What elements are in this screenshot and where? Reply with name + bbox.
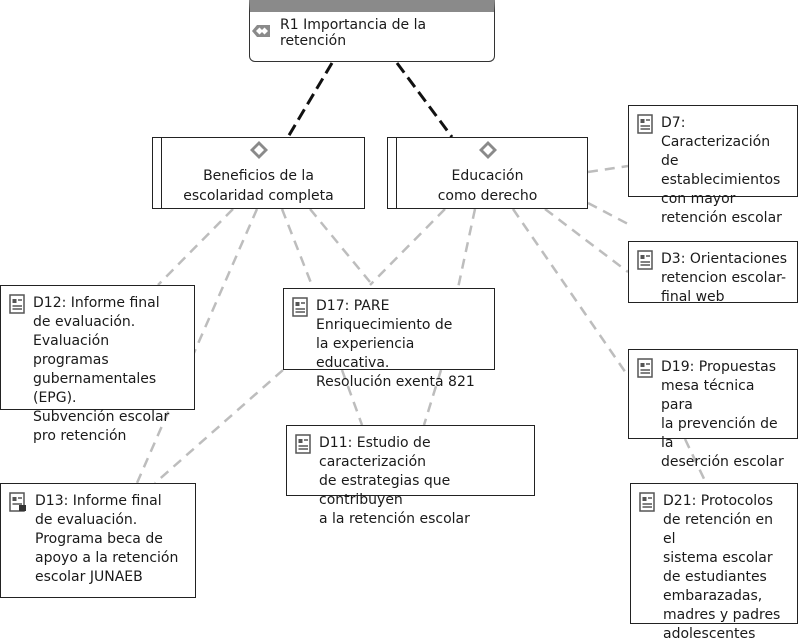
document-node-d7[interactable]: D7: Caracterización de establecimientos …: [628, 105, 798, 226]
document-label-d12: D12: Informe final de evaluación. Evalua…: [33, 295, 170, 444]
edge-educacion-d21: [511, 208, 630, 377]
network-group-icon: [250, 23, 272, 43]
document-node-d17[interactable]: D17: PARE Enriquecimiento de la experien…: [283, 288, 495, 390]
document-icon: [637, 250, 653, 276]
code-diamond-icon: [249, 140, 269, 166]
document-label-d21: D21: Protocolos de retención en el siste…: [663, 493, 781, 642]
document-icon: [637, 358, 653, 384]
code-label-beneficios: Beneficios de la escolaridad completa: [183, 168, 334, 204]
root-node[interactable]: R1 Importancia de la retención: [249, 0, 495, 62]
edge-root-educacion: [395, 62, 454, 138]
edge-d17-d11a: [340, 369, 364, 426]
code-node-educacion[interactable]: Educación como derecho: [387, 137, 588, 209]
edge-educacion-d3: [587, 201, 629, 226]
document-icon: [639, 492, 655, 518]
document-node-d19[interactable]: D19: Propuestas mesa técnica para la pre…: [628, 349, 798, 470]
edge-layer: [135, 62, 708, 484]
edge-educacion-d17b: [456, 208, 477, 289]
edge-beneficios-d17b: [309, 208, 371, 283]
document-icon: [637, 114, 653, 140]
edge-root-beneficios: [286, 62, 334, 138]
code-diamond-icon: [478, 140, 498, 166]
document-icon: [292, 297, 308, 323]
document-node-d21[interactable]: D21: Protocolos de retención en el siste…: [630, 483, 798, 642]
document-label-d3: D3: Orientaciones retencion escolar- fin…: [661, 251, 788, 305]
edge-educacion-d17a: [369, 208, 446, 286]
document-label-d17: D17: PARE Enriquecimiento de la experien…: [316, 298, 475, 390]
code-bar: [161, 138, 162, 208]
edge-educacion-d19: [544, 208, 629, 273]
document-icon: [9, 294, 25, 320]
document-node-d3[interactable]: D3: Orientaciones retencion escolar- fin…: [628, 241, 798, 305]
edge-d17-d13: [154, 369, 284, 484]
root-label: R1 Importancia de la retención: [280, 16, 427, 49]
document-node-d13[interactable]: D13: Informe final de evaluación. Progra…: [0, 483, 196, 598]
document-label-d13: D13: Informe final de evaluación. Progra…: [35, 493, 179, 585]
edge-educacion-d7: [587, 164, 629, 174]
document-label-d11: D11: Estudio de caracterización de estra…: [319, 435, 470, 527]
code-label-educacion: Educación como derecho: [437, 168, 538, 204]
code-node-beneficios[interactable]: Beneficios de la escolaridad completa: [152, 137, 365, 209]
edge-d17-d11b: [422, 369, 443, 426]
document-node-d11[interactable]: D11: Estudio de caracterización de estra…: [286, 425, 535, 527]
document-linked-icon: [9, 492, 27, 518]
document-label-d7: D7: Caracterización de establecimientos …: [661, 115, 782, 226]
document-label-d19: D19: Propuestas mesa técnica para la pre…: [661, 359, 784, 470]
code-bar: [396, 138, 397, 208]
document-node-d12[interactable]: D12: Informe final de evaluación. Evalua…: [0, 285, 195, 444]
document-icon: [295, 434, 311, 460]
edge-d19-d21: [683, 438, 708, 484]
edge-beneficios-d17a: [280, 208, 315, 289]
edge-beneficios-d12: [157, 208, 234, 286]
